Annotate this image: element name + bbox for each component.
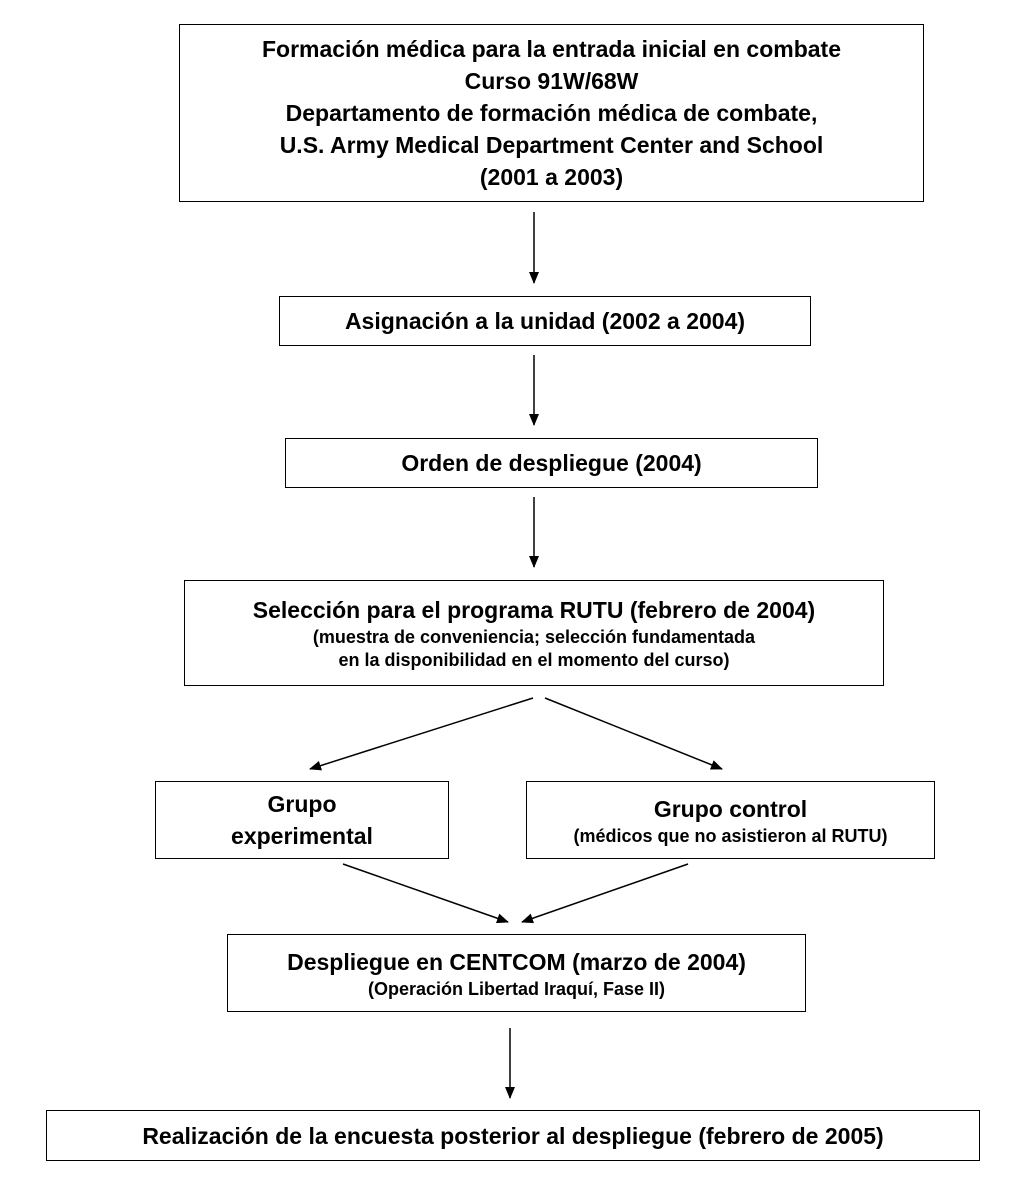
experimental-group-box: Grupo experimental bbox=[155, 781, 449, 859]
centcom-deployment-title: Despliegue en CENTCOM (marzo de 2004) bbox=[287, 948, 746, 975]
arrow-selection-to-experimental bbox=[309, 697, 534, 771]
control-group-box: Grupo control (médicos que no asistieron… bbox=[526, 781, 935, 859]
training-course-box: Formación médica para la entrada inicial… bbox=[179, 24, 924, 202]
training-years: (2001 a 2003) bbox=[479, 164, 624, 190]
control-group-label: Grupo control bbox=[653, 795, 808, 822]
control-group-note: (médicos que no asistieron al RUTU) bbox=[573, 825, 888, 846]
training-department: Departamento de formación médica de comb… bbox=[285, 100, 818, 126]
post-deployment-survey-label: Realización de la encuesta posterior al … bbox=[142, 1122, 884, 1149]
rutu-selection-title: Selección para el programa RUTU (febrero… bbox=[252, 597, 816, 623]
training-course-code: Curso 91W/68W bbox=[464, 68, 639, 94]
centcom-deployment-note: (Operación Libertad Iraquí, Fase II) bbox=[367, 978, 666, 999]
post-deployment-survey-box: Realización de la encuesta posterior al … bbox=[46, 1110, 980, 1161]
deployment-order-box: Orden de despliegue (2004) bbox=[285, 438, 818, 488]
training-title: Formación médica para la entrada inicial… bbox=[261, 36, 842, 62]
experimental-group-label-2: experimental bbox=[231, 823, 373, 849]
unit-assignment-box: Asignación a la unidad (2002 a 2004) bbox=[279, 296, 811, 346]
training-school: U.S. Army Medical Department Center and … bbox=[279, 132, 824, 158]
unit-assignment-label: Asignación a la unidad (2002 a 2004) bbox=[344, 308, 746, 334]
deployment-order-label: Orden de despliegue (2004) bbox=[401, 450, 702, 476]
rutu-selection-note-1: (muestra de conveniencia; selección fund… bbox=[312, 627, 756, 647]
centcom-deployment-box: Despliegue en CENTCOM (marzo de 2004) (O… bbox=[227, 934, 806, 1012]
arrow-experimental-to-centcom bbox=[342, 863, 509, 924]
arrow-control-to-centcom bbox=[521, 863, 689, 924]
rutu-selection-note-2: en la disponibilidad en el momento del c… bbox=[338, 650, 730, 670]
rutu-selection-box: Selección para el programa RUTU (febrero… bbox=[184, 580, 884, 686]
arrow-selection-to-control bbox=[544, 697, 723, 770]
experimental-group-label-1: Grupo bbox=[267, 791, 337, 817]
